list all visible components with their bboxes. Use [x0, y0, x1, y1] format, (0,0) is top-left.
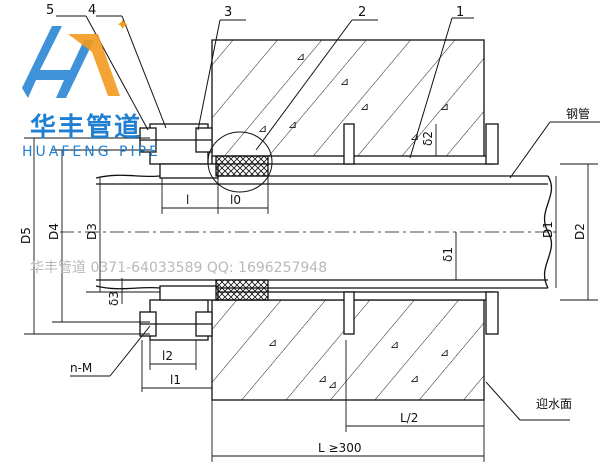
- label-water-face: 迎水面: [536, 397, 572, 411]
- svg-text:⊿: ⊿: [288, 118, 297, 131]
- dim-l0: l0: [230, 193, 241, 207]
- dim-L-half: L/2: [400, 411, 418, 425]
- callout-5: 5: [46, 3, 54, 18]
- dim-D5: D5: [19, 227, 33, 244]
- svg-text:⊿: ⊿: [390, 338, 399, 351]
- svg-text:⊿: ⊿: [258, 122, 267, 135]
- dim-L-total: L ≥300: [318, 441, 361, 455]
- logo-english: HUAFENG PIPE: [22, 144, 161, 160]
- callout-3: 3: [224, 5, 232, 20]
- svg-text:⊿: ⊿: [440, 100, 449, 113]
- dim-D1: D1: [541, 221, 555, 238]
- svg-text:✦: ✦: [116, 15, 129, 34]
- dimension-lines: [24, 124, 598, 462]
- svg-text:⊿: ⊿: [340, 75, 349, 88]
- dim-l1: l1: [170, 373, 181, 387]
- logo-h-mark: [22, 26, 94, 98]
- dim-D4: D4: [47, 223, 61, 240]
- dim-delta3: δ3: [107, 291, 121, 306]
- callout-4: 4: [88, 3, 96, 18]
- dim-l2: l2: [162, 349, 173, 363]
- callout-2: 2: [358, 5, 366, 20]
- svg-text:⊿: ⊿: [318, 372, 327, 385]
- svg-text:⊿: ⊿: [410, 372, 419, 385]
- svg-text:⊿: ⊿: [268, 336, 277, 349]
- svg-text:⊿: ⊿: [296, 50, 305, 63]
- svg-text:⊿: ⊿: [440, 346, 449, 359]
- dim-delta1: δ1: [441, 247, 455, 262]
- svg-text:⊿: ⊿: [328, 378, 337, 391]
- svg-text:⊿: ⊿: [410, 130, 419, 143]
- dim-D3: D3: [85, 223, 99, 240]
- casing-sleeve: [211, 123, 499, 335]
- dim-D2: D2: [573, 223, 587, 240]
- watermark-contact: 华丰管道 0371-64033589 QQ: 1696257948: [30, 260, 327, 276]
- dim-l: l: [186, 193, 189, 207]
- logo-a-mark: [68, 34, 120, 96]
- detail-circle: [207, 131, 273, 193]
- svg-text:⊿: ⊿: [360, 100, 369, 113]
- flange-upper: [139, 123, 269, 179]
- logo-chinese: 华丰管道: [30, 112, 142, 143]
- flange-lower: [139, 279, 269, 341]
- label-steel-pipe: 钢管: [566, 106, 590, 121]
- callout-1: 1: [456, 5, 464, 20]
- dim-delta2: δ2: [421, 131, 435, 146]
- huafeng-logo: ✦ 华丰管道 HUAFENG PIPE: [22, 15, 161, 160]
- label-bolt: n-M: [70, 361, 92, 375]
